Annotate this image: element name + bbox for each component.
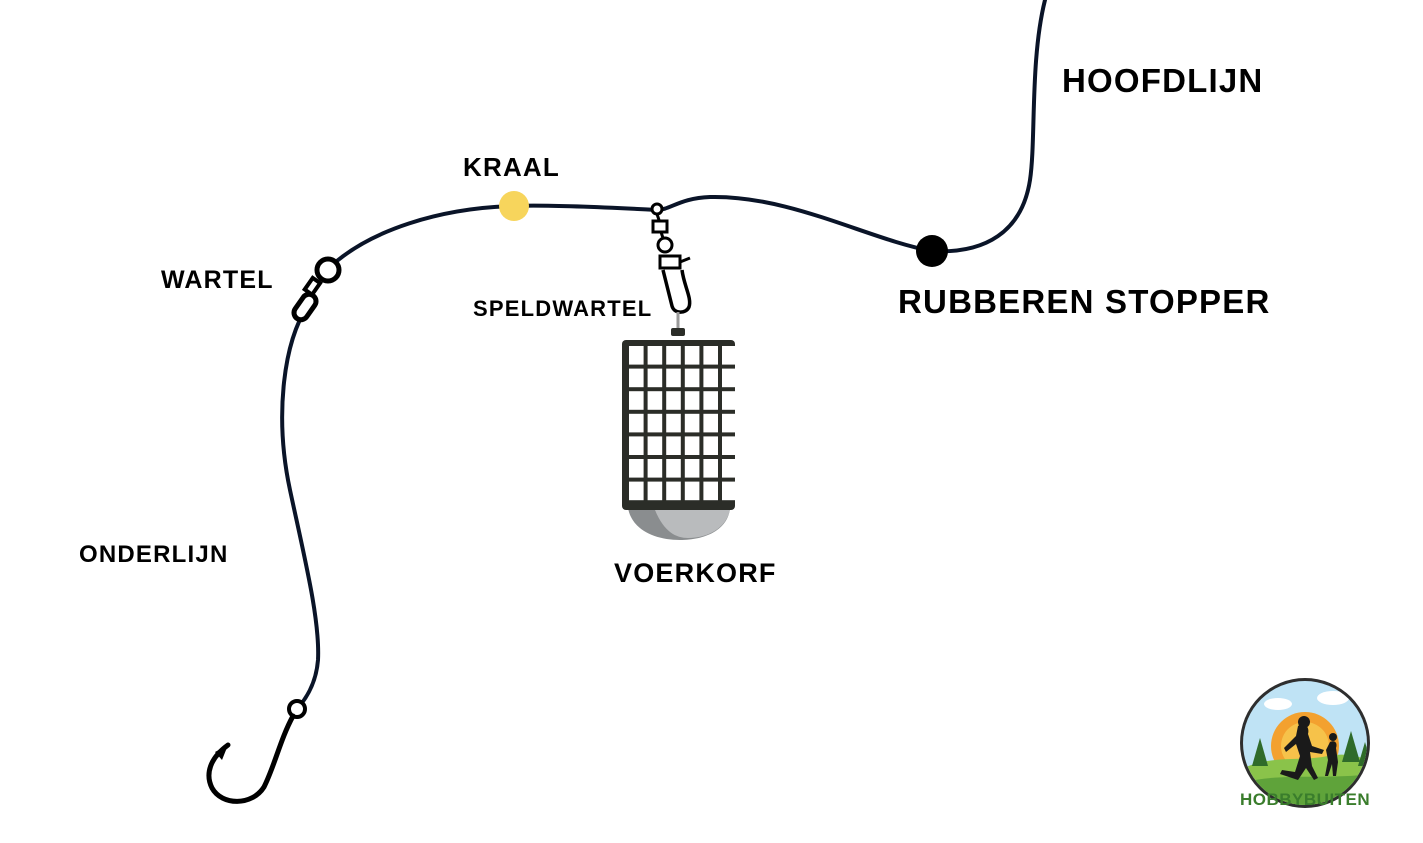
- feeder-mesh-cell: [647, 413, 663, 433]
- feeder-mesh-cell: [666, 436, 681, 455]
- hobbybuiten-logo: [1240, 678, 1370, 808]
- feeder-mesh-cell: [684, 459, 700, 478]
- label-rubberen-stopper: RUBBEREN STOPPER: [898, 283, 1271, 320]
- feeder-mesh-cell: [703, 368, 718, 388]
- feeder-mesh-cell: [684, 413, 700, 433]
- rubber-stopper: [916, 235, 948, 267]
- feeder-mesh-cell: [722, 436, 737, 455]
- feeder-mesh-cell: [684, 368, 700, 388]
- feeder-mesh-cell: [629, 391, 644, 410]
- feeder-mesh-cell: [722, 481, 737, 501]
- feeder-mesh-cell: [684, 481, 700, 501]
- feeder-mesh-cell: [647, 436, 663, 455]
- feeder-mesh-cell: [629, 346, 644, 365]
- feeder-mesh-cell: [647, 346, 663, 365]
- feeder-mesh-cell: [722, 391, 737, 410]
- feeder-mesh-cell: [629, 413, 644, 433]
- feeder-mesh-cell: [684, 346, 700, 365]
- feeder-mesh-cell: [666, 391, 681, 410]
- feeder-mesh-cell: [647, 368, 663, 388]
- feeder-mesh-cell: [703, 459, 718, 478]
- feeder-mesh-cell: [666, 481, 681, 501]
- label-kraal: KRAAL: [463, 152, 560, 182]
- feeder-mesh-cell: [629, 481, 644, 501]
- feeder-mesh-cell: [666, 346, 681, 365]
- feeder-mesh-cell: [684, 391, 700, 410]
- feeder-mesh-cell: [666, 368, 681, 388]
- label-onderlijn: ONDERLIJN: [79, 541, 229, 568]
- feeder-mesh-cell: [629, 436, 644, 455]
- feeder-mesh-cell: [703, 413, 718, 433]
- feeder-mesh-cell: [703, 346, 718, 365]
- feeder-mesh-cell: [684, 436, 700, 455]
- leader-line: [280, 303, 321, 711]
- bead: [499, 191, 529, 221]
- feeder-mesh-cell: [703, 391, 718, 410]
- feeder-mesh-cell: [629, 459, 644, 478]
- feeder-mesh-cell: [722, 459, 737, 478]
- feeder-mesh-cell: [703, 481, 718, 501]
- feeder-mesh-cell: [722, 413, 737, 433]
- swivel-icon: [291, 256, 342, 323]
- feeder-mesh-cell: [666, 413, 681, 433]
- label-wartel: WARTEL: [161, 266, 274, 294]
- feeder-mesh-cell: [722, 346, 737, 365]
- feeder-basket-icon: [622, 328, 737, 540]
- feeder-mesh-cell: [629, 368, 644, 388]
- feeder-mesh-cell: [722, 368, 737, 388]
- snap-swivel-icon: [650, 202, 692, 330]
- main-line: [328, 0, 1047, 269]
- feeder-mesh-cell: [647, 481, 663, 501]
- feeder-mesh-cell: [647, 391, 663, 410]
- feeder-mesh-cell: [647, 459, 663, 478]
- feeder-mesh-cell: [666, 459, 681, 478]
- hook-icon: [206, 699, 307, 804]
- label-hoofdlijn: HOOFDLIJN: [1062, 62, 1264, 99]
- feeder-mesh-cell: [703, 436, 718, 455]
- logo-brand-text: HOBBYBUITEN: [1240, 790, 1371, 809]
- label-speldwartel: SPELDWARTEL: [473, 296, 653, 321]
- label-voerkorf: VOERKORF: [614, 558, 777, 588]
